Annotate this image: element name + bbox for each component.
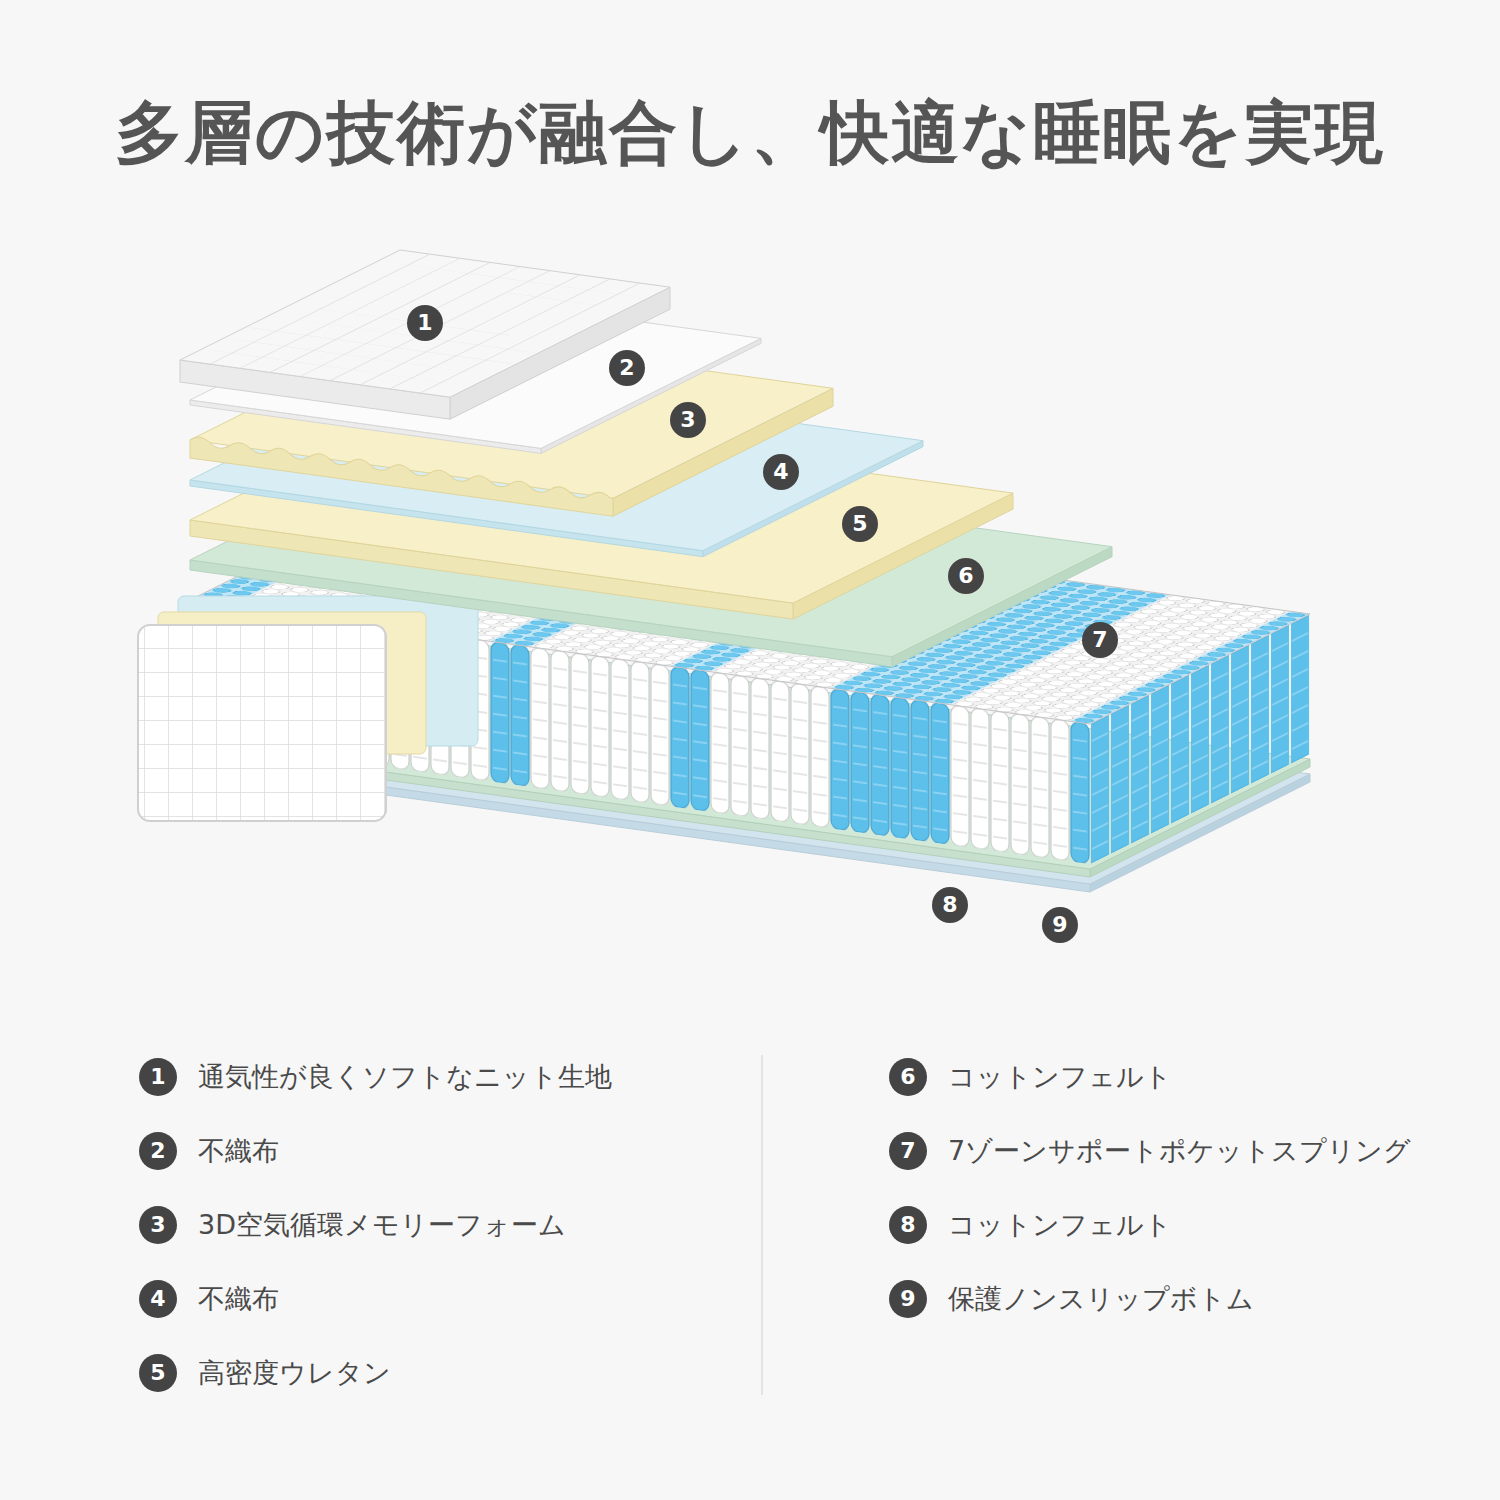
callout-number: 8	[932, 887, 968, 923]
knit-cover-layer	[180, 250, 670, 419]
callout-number: 6	[948, 558, 984, 594]
callout-number: 1	[407, 305, 443, 341]
legend-number: 8	[889, 1206, 927, 1244]
part-name: 不織布	[198, 1132, 279, 1170]
callout-number: 4	[763, 454, 799, 490]
callout-number: 9	[1042, 907, 1078, 943]
part-name: 通気性が良くソフトなニット生地	[198, 1058, 612, 1096]
callout-number: 5	[842, 506, 878, 542]
part-name: 7ゾーンサポートポケットスプリング	[948, 1132, 1411, 1170]
legend-number: 3	[139, 1206, 177, 1244]
legend-number: 1	[139, 1058, 177, 1096]
legend-number: 2	[139, 1132, 177, 1170]
callout-number: 7	[1082, 622, 1118, 658]
part-name: 不織布	[198, 1280, 279, 1318]
part-name: 高密度ウレタン	[198, 1354, 391, 1392]
callout-number: 3	[670, 402, 706, 438]
part-name: コットンフェルト	[948, 1206, 1172, 1244]
divider-line	[761, 1055, 763, 1395]
cover-side-piece	[138, 596, 478, 821]
legend-number: 6	[889, 1058, 927, 1096]
callout-number: 2	[609, 350, 645, 386]
part-name: コットンフェルト	[948, 1058, 1172, 1096]
legend-number: 5	[139, 1354, 177, 1392]
legend-number: 9	[889, 1280, 927, 1318]
title: 多層の技術が融合し、快適な睡眠を実現	[115, 88, 1385, 179]
legend-number: 7	[889, 1132, 927, 1170]
part-name: 3D空気循環メモリーフォーム	[198, 1206, 566, 1244]
legend-number: 4	[139, 1280, 177, 1318]
part-name: 保護ノンスリップボトム	[948, 1280, 1254, 1318]
